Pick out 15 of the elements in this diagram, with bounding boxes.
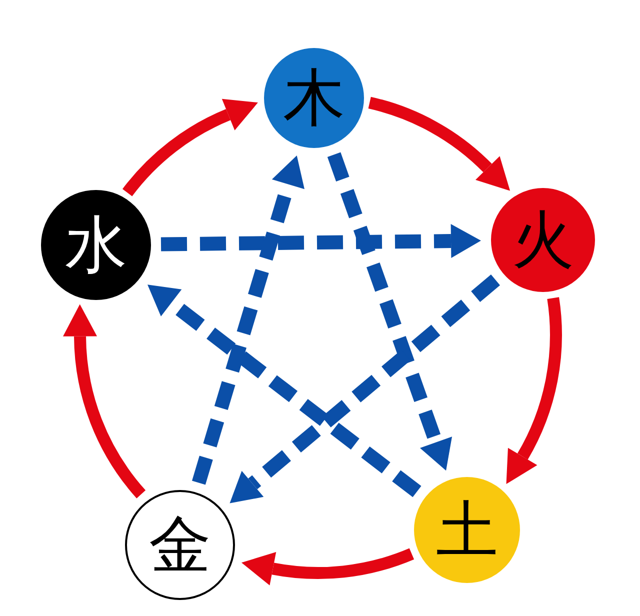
element-circle: 金	[125, 490, 235, 600]
arrow	[327, 152, 452, 471]
element-circle: 水	[41, 190, 151, 300]
element-circle: 土	[414, 477, 520, 583]
arrow	[508, 298, 562, 485]
arrow	[160, 224, 481, 258]
element-circle: 木	[264, 48, 364, 148]
element-circle: 火	[491, 188, 595, 292]
arrow	[148, 284, 422, 498]
arrow	[63, 304, 146, 498]
arrow	[122, 99, 258, 196]
arrow	[241, 548, 414, 586]
arrow	[368, 96, 512, 190]
arrow	[230, 274, 500, 504]
arrow	[192, 155, 304, 485]
